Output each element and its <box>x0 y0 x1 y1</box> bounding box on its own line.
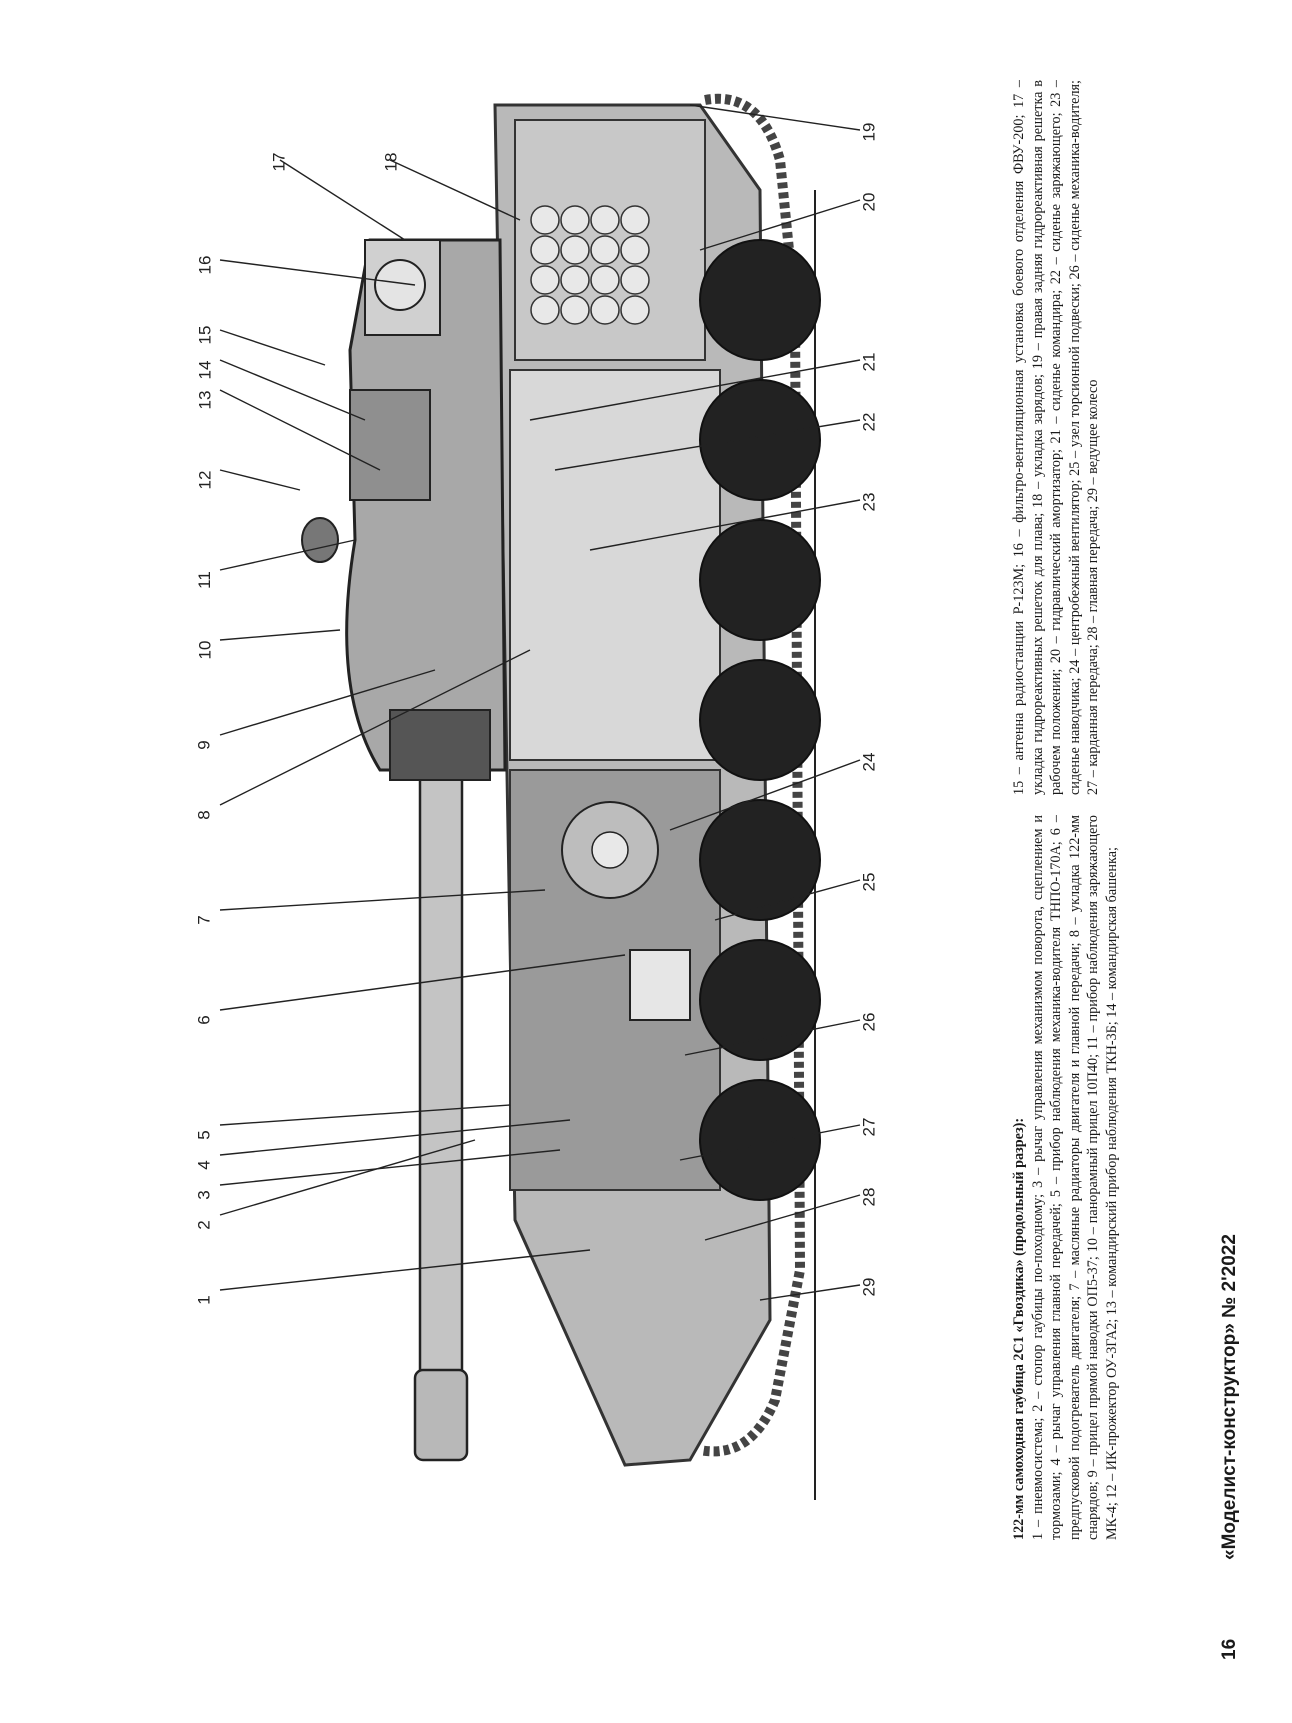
gun-barrel <box>418 768 464 1412</box>
ir-projector <box>301 517 339 563</box>
callout-22: 22 <box>859 412 879 432</box>
callout-12: 12 <box>195 470 215 490</box>
leader-lines <box>219 104 861 1301</box>
callout-20: 20 <box>859 192 879 212</box>
callout-7: 7 <box>194 915 214 925</box>
callout-21: 21 <box>859 352 879 372</box>
track <box>699 93 806 1457</box>
callout-14: 14 <box>195 360 215 380</box>
callout-16: 16 <box>195 255 215 275</box>
tank-cutaway-illustration <box>219 93 861 1500</box>
caption-column-right: 15 – антенна радиостанции Р-123М; 16 – ф… <box>1010 80 1140 795</box>
callout-25: 25 <box>859 872 879 892</box>
muzzle-brake <box>413 1368 469 1462</box>
callout-2: 2 <box>194 1220 214 1230</box>
callout-9: 9 <box>194 740 214 750</box>
caption-title: 122-мм самоходная гаубица 2С1 «Гвоздика»… <box>1011 1117 1027 1540</box>
caption-text-part1: 1 – пневмосистема; 2 – стопор гаубицы по… <box>1029 815 1120 1540</box>
callout-15: 15 <box>195 325 215 345</box>
callout-17: 17 <box>269 152 289 172</box>
pre-heater <box>629 949 691 1021</box>
figure-caption: 122-мм самоходная гаубица 2С1 «Гвоздика»… <box>1010 80 1140 1540</box>
journal-title: «Моделист-конструктор» № 2'2022 <box>1219 1234 1240 1560</box>
page-number: 16 <box>1219 1638 1240 1660</box>
callout-11: 11 <box>194 571 214 589</box>
page-footer: 16 «Моделист-конструктор» № 2'2022 <box>1210 1234 1250 1660</box>
callout-19: 19 <box>859 122 879 142</box>
callout-27: 27 <box>859 1117 879 1137</box>
callout-13: 13 <box>195 390 215 410</box>
commander-cupola <box>349 389 431 501</box>
callout-3: 3 <box>194 1190 214 1200</box>
callout-4: 4 <box>194 1160 214 1170</box>
caption-column-left: 122-мм самоходная гаубица 2С1 «Гвоздика»… <box>1010 815 1140 1540</box>
caption-text-part2: 15 – антенна радиостанции Р-123М; 16 – ф… <box>1011 80 1102 795</box>
callout-23: 23 <box>859 492 879 512</box>
turret <box>345 238 507 772</box>
callout-18: 18 <box>381 152 401 172</box>
gun-cradle <box>389 709 491 781</box>
callout-5: 5 <box>194 1130 214 1140</box>
fighting-compartment <box>509 369 721 761</box>
cutaway-figure: 1 2 3 4 5 6 7 8 9 10 11 12 13 14 15 16 1… <box>160 70 1000 1540</box>
callout-28: 28 <box>859 1187 879 1207</box>
callout-26: 26 <box>859 1012 879 1032</box>
road-wheels <box>699 239 821 1201</box>
callout-8: 8 <box>194 810 214 820</box>
charge-stowage <box>530 205 650 325</box>
callout-24: 24 <box>859 752 879 772</box>
callout-29: 29 <box>859 1277 879 1297</box>
callout-10: 10 <box>195 640 215 660</box>
callout-6: 6 <box>194 1015 214 1025</box>
callout-1: 1 <box>194 1295 214 1305</box>
